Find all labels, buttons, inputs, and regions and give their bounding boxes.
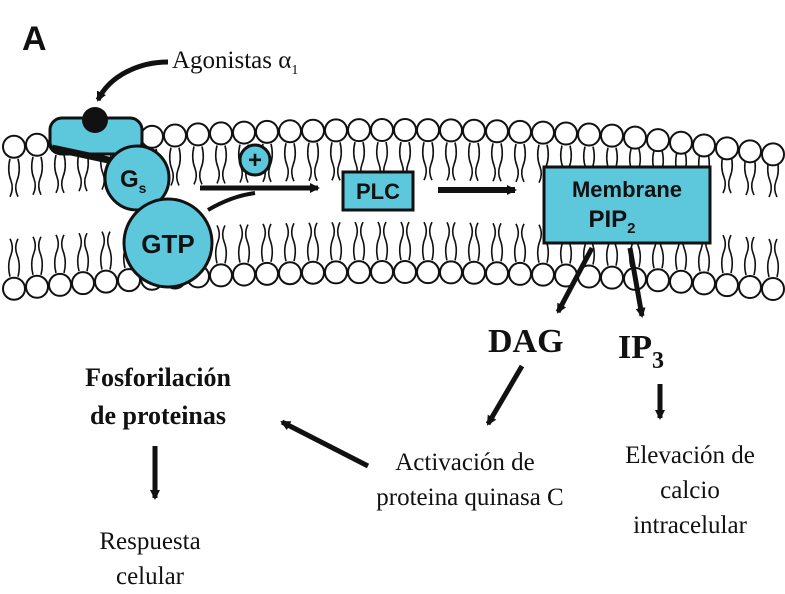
- response-line1: Respuesta: [99, 528, 200, 555]
- dag-label: DAG: [488, 323, 564, 360]
- calcium-line3: intracelular: [633, 512, 747, 539]
- plus-label: +: [248, 147, 262, 174]
- agonist-label-subscript: 1: [291, 63, 298, 78]
- ip3-label-subscript: 3: [652, 348, 664, 374]
- agonist-label-text: Agonistas α: [172, 47, 291, 74]
- pip2-line2-subscript: 2: [627, 220, 635, 237]
- pip2-line2-text: PIP: [588, 206, 627, 233]
- calcium-line1: Elevación de: [625, 442, 755, 469]
- plc-label: PLC: [356, 179, 400, 204]
- gs-label-subscript: s: [139, 180, 147, 196]
- agonist-label: Agonistas α1: [172, 47, 298, 78]
- agonist-ligand-icon: [82, 107, 108, 133]
- panel-label: A: [22, 20, 47, 58]
- agonist-arrow: [98, 62, 168, 100]
- gtp-label: GTP: [141, 229, 194, 259]
- gs-label-text: G: [120, 166, 139, 193]
- pkc-activation-line2: proteina quinasa C: [376, 484, 563, 511]
- arrow-dag-to-pkc: [488, 366, 522, 424]
- pip2-line1: Membrane: [572, 177, 682, 202]
- response-line2: celular: [116, 563, 185, 590]
- ip3-label: IP3: [618, 329, 664, 374]
- phosphorylation-line1: Fosforilación: [85, 363, 231, 392]
- pkc-activation-line1: Activación de: [395, 449, 535, 476]
- ip3-label-text: IP: [618, 329, 652, 366]
- phosphorylation-line2: de proteinas: [90, 401, 226, 430]
- arrow-pkc-to-phosphorylation: [282, 422, 368, 466]
- calcium-line2: calcio: [660, 477, 720, 504]
